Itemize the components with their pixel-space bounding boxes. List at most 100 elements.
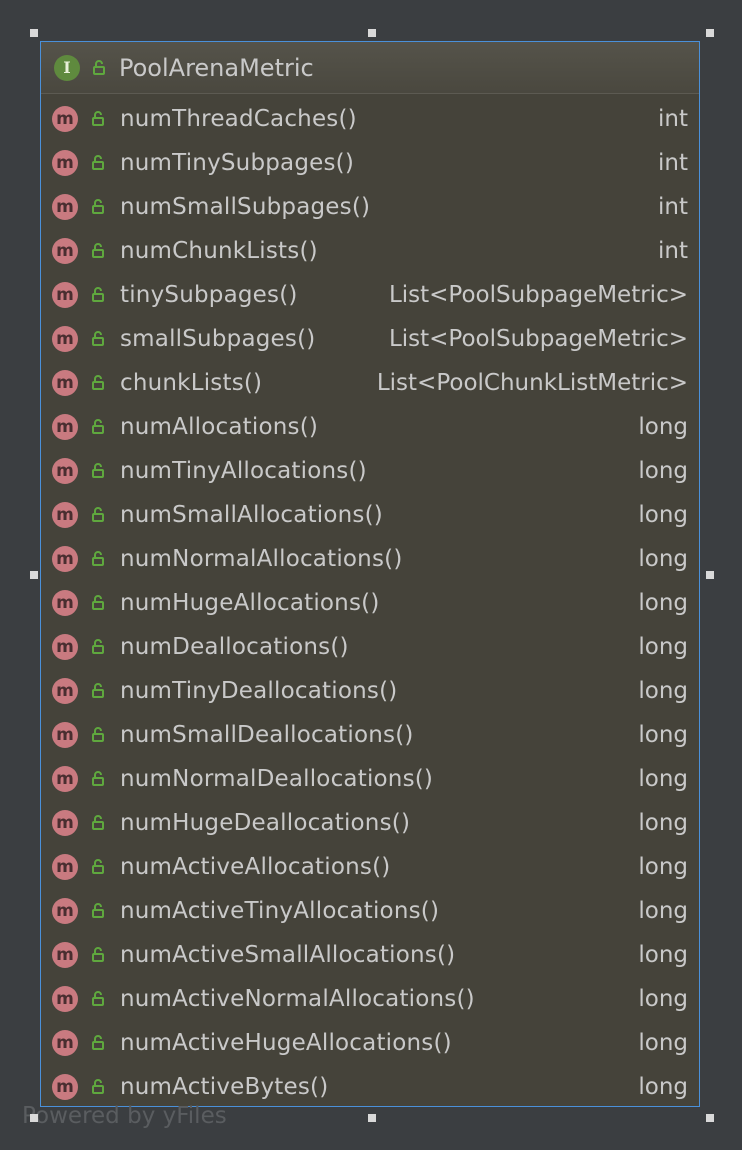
- method-row[interactable]: m numSmallSubpages() int: [41, 185, 699, 229]
- method-icon: m: [52, 194, 78, 220]
- method-return-type: int: [658, 238, 688, 264]
- method-icon: m: [52, 898, 78, 924]
- method-name: numActiveNormalAllocations(): [120, 986, 475, 1012]
- method-icon: m: [52, 634, 78, 660]
- method-row[interactable]: m numActiveNormalAllocations() long: [41, 977, 699, 1021]
- public-lock-icon: [90, 242, 108, 260]
- resize-handle-top-left[interactable]: [30, 29, 38, 37]
- method-name: tinySubpages(): [120, 282, 298, 308]
- node-header[interactable]: I PoolArenaMetric: [41, 42, 699, 94]
- method-icon: m: [52, 1074, 78, 1100]
- method-name: numActiveBytes(): [120, 1074, 329, 1100]
- resize-handle-bottom-right[interactable]: [706, 1114, 714, 1122]
- public-lock-icon: [90, 374, 108, 392]
- public-lock-icon: [90, 506, 108, 524]
- method-row[interactable]: m numTinyDeallocations() long: [41, 669, 699, 713]
- public-lock-icon: [90, 594, 108, 612]
- method-row[interactable]: m numTinyAllocations() long: [41, 449, 699, 493]
- method-icon: m: [52, 106, 78, 132]
- public-lock-icon: [90, 770, 108, 788]
- public-lock-icon: [90, 418, 108, 436]
- method-icon: m: [52, 722, 78, 748]
- method-name: numTinyAllocations(): [120, 458, 367, 484]
- method-name: numAllocations(): [120, 414, 319, 440]
- method-return-type: long: [638, 458, 688, 484]
- public-lock-icon: [90, 1078, 108, 1096]
- public-lock-icon: [90, 550, 108, 568]
- method-return-type: long: [638, 502, 688, 528]
- resize-handle-middle-left[interactable]: [30, 571, 38, 579]
- method-name: numHugeAllocations(): [120, 590, 380, 616]
- resize-handle-middle-right[interactable]: [706, 571, 714, 579]
- method-row[interactable]: m tinySubpages() List<PoolSubpageMetric>: [41, 273, 699, 317]
- method-name: numNormalAllocations(): [120, 546, 403, 572]
- method-icon: m: [52, 326, 78, 352]
- method-name: numActiveSmallAllocations(): [120, 942, 456, 968]
- method-return-type: long: [638, 854, 688, 880]
- method-name: numSmallAllocations(): [120, 502, 383, 528]
- method-icon: m: [52, 854, 78, 880]
- method-name: smallSubpages(): [120, 326, 316, 352]
- interface-icon: I: [54, 54, 80, 81]
- public-lock-icon: [90, 946, 108, 964]
- method-return-type: long: [638, 590, 688, 616]
- method-icon: m: [52, 810, 78, 836]
- public-lock-icon: [90, 638, 108, 656]
- method-return-type: long: [638, 986, 688, 1012]
- method-icon: m: [52, 238, 78, 264]
- method-return-type: List<PoolSubpageMetric>: [388, 326, 688, 352]
- method-return-type: long: [638, 634, 688, 660]
- method-icon: m: [52, 150, 78, 176]
- method-name: numThreadCaches(): [120, 106, 357, 132]
- resize-handle-bottom-center[interactable]: [368, 1114, 376, 1122]
- method-icon: m: [52, 282, 78, 308]
- method-return-type: int: [658, 106, 688, 132]
- method-icon: m: [52, 458, 78, 484]
- resize-handle-top-center[interactable]: [368, 29, 376, 37]
- method-row[interactable]: m numChunkLists() int: [41, 229, 699, 273]
- method-row[interactable]: m numThreadCaches() int: [41, 97, 699, 141]
- method-return-type: int: [658, 194, 688, 220]
- public-lock-icon: [90, 198, 108, 216]
- method-icon: m: [52, 986, 78, 1012]
- watermark: Powered by yFiles: [22, 1103, 227, 1129]
- public-lock-icon: [91, 59, 109, 77]
- method-name: numTinyDeallocations(): [120, 678, 398, 704]
- method-icon: m: [52, 414, 78, 440]
- resize-handle-top-right[interactable]: [706, 29, 714, 37]
- method-return-type: long: [638, 678, 688, 704]
- method-name: numNormalDeallocations(): [120, 766, 434, 792]
- method-return-type: List<PoolChunkListMetric>: [376, 370, 688, 396]
- method-icon: m: [52, 1030, 78, 1056]
- method-return-type: long: [638, 766, 688, 792]
- public-lock-icon: [90, 286, 108, 304]
- method-row[interactable]: m smallSubpages() List<PoolSubpageMetric>: [41, 317, 699, 361]
- method-return-type: long: [638, 722, 688, 748]
- method-icon: m: [52, 678, 78, 704]
- public-lock-icon: [90, 462, 108, 480]
- method-return-type: List<PoolSubpageMetric>: [388, 282, 688, 308]
- method-name: numChunkLists(): [120, 238, 318, 264]
- resize-handle-bottom-left[interactable]: [30, 1114, 38, 1122]
- public-lock-icon: [90, 1034, 108, 1052]
- method-name: numSmallSubpages(): [120, 194, 371, 220]
- public-lock-icon: [90, 110, 108, 128]
- method-return-type: long: [638, 942, 688, 968]
